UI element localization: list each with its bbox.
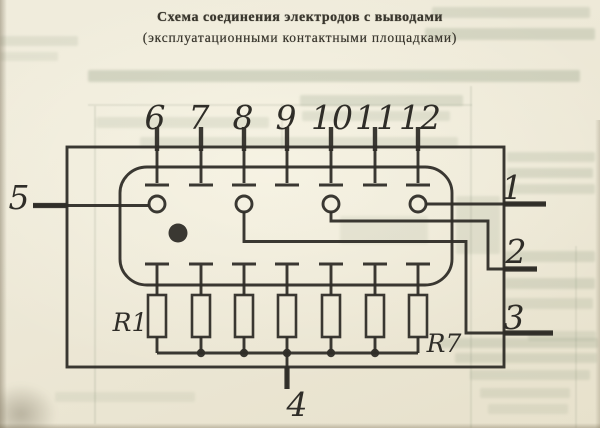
pin-label-7: 7 (189, 98, 210, 137)
resistor-R3 (233, 293, 255, 339)
bleed-through-table-line (281, 104, 283, 150)
bleed-through-smudge (0, 36, 78, 46)
anode-pad-pin5 (147, 194, 167, 214)
electrode-column-9 (275, 149, 299, 353)
resistor-label-R1: R1 (112, 308, 148, 337)
bus-junction-dot (370, 348, 380, 358)
bleed-through-smudge (470, 370, 590, 380)
page-edge-shadow-right (595, 120, 600, 428)
bleed-through-smudge (0, 52, 58, 61)
page-edge-shadow-left (0, 0, 7, 428)
resistor-R1 (146, 293, 168, 339)
bleed-through-smudge (440, 338, 598, 348)
pin-label-4: 4 (286, 385, 308, 424)
electrode-column-8 (232, 149, 256, 353)
bleed-through-smudge (302, 111, 450, 121)
pin3-wire (242, 212, 553, 335)
pin-label-3: 3 (504, 298, 525, 337)
electrode-column-11 (363, 149, 387, 353)
pin-label-1: 1 (502, 168, 523, 207)
bleed-through-smudge (505, 251, 595, 262)
anode-pad-pin1 (408, 194, 428, 214)
bleed-through-table-line (94, 106, 96, 424)
bleed-through-smudge (55, 392, 195, 402)
resistor-R4 (276, 293, 298, 339)
bleed-through-table-line (575, 246, 577, 428)
electrode-column-12 (406, 149, 430, 353)
bleed-through-smudge (140, 137, 458, 148)
bleed-through-smudge (300, 95, 463, 106)
bleed-through-smudge (528, 331, 596, 341)
bus-junction-dot (196, 348, 206, 358)
bleed-through-smudge (507, 168, 593, 178)
resistor-R5 (320, 293, 342, 339)
anode-pad-pin3 (234, 194, 254, 214)
pin-label-8: 8 (233, 98, 254, 137)
bleed-through-smudge (96, 117, 269, 128)
figure-title-line2: (эксплуатационными контактными площадкам… (142, 30, 458, 45)
anode-pad-pin2 (321, 194, 341, 214)
index-dot (168, 223, 188, 243)
electrode-column-6 (145, 149, 169, 353)
bleed-through-table-line (88, 104, 472, 106)
resistor-R2 (190, 293, 212, 339)
resistor-label-R7: R7 (426, 329, 462, 358)
pin-label-10: 10 (311, 98, 353, 137)
pin-label-12: 12 (399, 98, 441, 137)
bleed-through-smudge (432, 7, 590, 18)
bleed-through-smudge (505, 278, 595, 289)
electrode-column-10 (319, 149, 343, 353)
pin-label-9: 9 (276, 98, 297, 137)
bleed-through-smudge (425, 28, 595, 40)
pin-label-5: 5 (9, 178, 30, 217)
bleed-through-smudge (488, 404, 568, 414)
resistor-R6 (364, 293, 386, 339)
bus-junction-dot (239, 348, 249, 358)
bleed-through-smudge (507, 152, 595, 162)
figure-title: Схема соединения электродов с выводами (… (0, 10, 600, 46)
pin-label-11: 11 (355, 98, 397, 137)
page-edge-shadow-bottom (0, 423, 600, 428)
resistor-R7 (407, 293, 429, 339)
bleed-through-smudge (507, 184, 595, 194)
bleed-through-table-line (470, 86, 472, 428)
pin-label-6: 6 (145, 98, 166, 137)
pin-label-2: 2 (505, 232, 527, 271)
bus-junction-dot (326, 348, 336, 358)
bleed-through-smudge (480, 388, 570, 398)
figure-title-line1: Схема соединения электродов с выводами (157, 10, 443, 25)
bleed-through-smudge (88, 70, 580, 82)
corner-smudge (0, 384, 56, 428)
bleed-through-smudge (505, 298, 593, 309)
bleed-through-smudge (456, 196, 500, 254)
bleed-through-smudge (455, 353, 597, 363)
electrode-column-7 (189, 149, 213, 353)
